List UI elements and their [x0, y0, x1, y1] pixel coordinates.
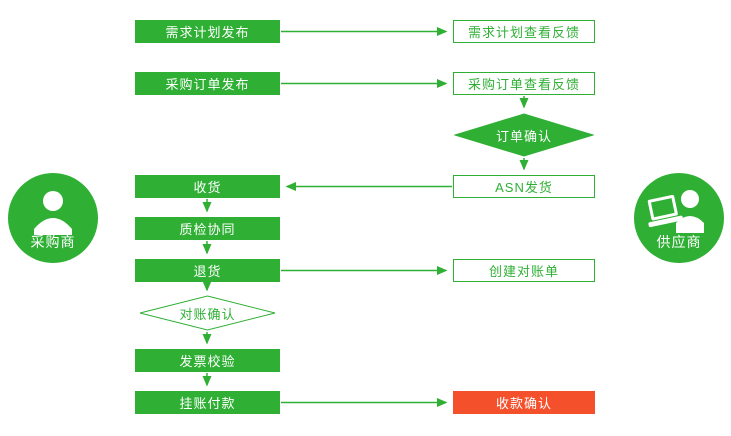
node-pay-on-account-label: 挂账付款	[179, 396, 236, 411]
node-asn-ship: ASN发货	[453, 175, 595, 198]
node-demand-plan-publish: 需求计划发布	[135, 20, 280, 43]
node-quality-check-label: 质检协同	[179, 222, 236, 237]
reconcile-diamond-shape	[139, 295, 276, 331]
node-po-feedback-label: 采购订单查看反馈	[467, 77, 580, 92]
node-quality-check: 质检协同	[135, 217, 280, 240]
node-pay-on-account: 挂账付款	[135, 391, 280, 414]
node-po-publish-label: 采购订单发布	[165, 77, 250, 92]
node-receipt-confirm: 收款确认	[453, 391, 595, 414]
node-order-confirm-label: 订单确认	[495, 128, 552, 144]
order-confirm-diamond-shape	[454, 113, 594, 157]
node-receive-label: 收货	[193, 180, 222, 195]
node-po-feedback: 采购订单查看反馈	[453, 72, 595, 95]
node-reconcile-confirm-label: 对账确认	[179, 306, 236, 322]
buyer-actor: 采购商	[8, 173, 98, 263]
buyer-label: 采购商	[30, 234, 76, 250]
node-receive: 收货	[135, 175, 280, 198]
node-create-statement-label: 创建对账单	[488, 264, 559, 279]
node-return-goods: 退货	[135, 259, 280, 282]
node-demand-plan-feedback-label: 需求计划查看反馈	[467, 25, 580, 40]
node-demand-plan-feedback: 需求计划查看反馈	[453, 20, 595, 43]
node-reconcile-confirm: 对账确认	[139, 295, 276, 331]
supplier-label: 供应商	[656, 234, 702, 250]
supplier-icon	[634, 173, 724, 263]
node-invoice-verify: 发票校验	[135, 349, 280, 372]
node-return-goods-label: 退货	[193, 264, 222, 279]
node-order-confirm: 订单确认	[454, 113, 594, 157]
node-receipt-confirm-label: 收款确认	[495, 396, 552, 411]
buyer-icon	[8, 173, 98, 263]
supplier-actor: 供应商	[634, 173, 724, 263]
node-invoice-verify-label: 发票校验	[179, 354, 236, 369]
node-po-publish: 采购订单发布	[135, 72, 280, 95]
node-asn-ship-label: ASN发货	[495, 180, 553, 195]
node-demand-plan-publish-label: 需求计划发布	[165, 25, 250, 40]
node-create-statement: 创建对账单	[453, 259, 595, 282]
